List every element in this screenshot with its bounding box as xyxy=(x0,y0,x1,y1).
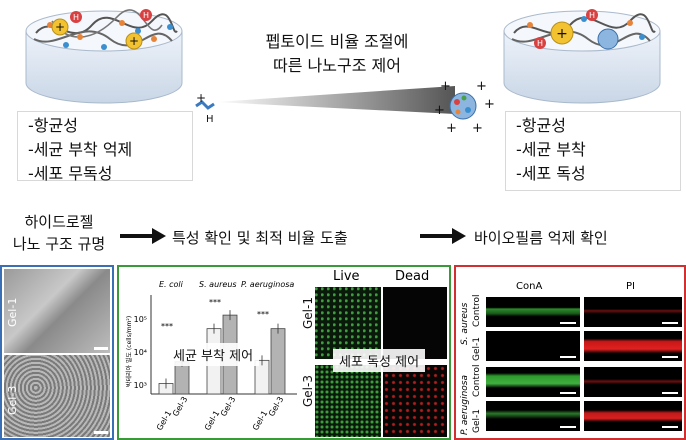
row-label-gel-1: Gel-1 xyxy=(301,297,315,329)
svg-text:H: H xyxy=(73,13,79,22)
sem-label-gel-1: Gel-1 xyxy=(6,297,19,327)
sem-image-gel-1 xyxy=(4,269,110,353)
svg-text:+: + xyxy=(484,97,494,112)
svg-text:+: + xyxy=(476,79,487,94)
y-tick-label: 10⁴ xyxy=(134,348,147,357)
group-label-s-aureus: S. aureus xyxy=(460,302,470,345)
peptoid-molecule-small: + H xyxy=(190,90,220,126)
sem-image-gel-3 xyxy=(4,355,110,437)
significance-mark: *** xyxy=(257,310,269,319)
flow-arrow-2 xyxy=(420,226,466,246)
y-tick-label: 10³ xyxy=(134,381,147,390)
scale-bar xyxy=(560,356,576,358)
bar-gel-3 xyxy=(270,328,286,395)
left-properties-box: -항균성 -세균 부착 억제 -세포 무독성 xyxy=(17,111,193,183)
scale-bar xyxy=(94,431,108,434)
col-label-pi: PI xyxy=(626,281,635,292)
dead-label: Dead xyxy=(395,269,430,284)
flow-step-2: 특성 확인 및 최적 비율 도출 xyxy=(172,229,348,247)
flow-step-1: 하이드로젤 나노 구조 규명 xyxy=(0,211,118,255)
flow-step-1-line-2: 나노 구조 규명 xyxy=(12,235,106,253)
hydrogen-label: H xyxy=(206,114,214,125)
row-label-gel-1: Gel-1 xyxy=(472,409,482,433)
group-label-p-aeruginosa: P. aeruginosa xyxy=(460,375,470,435)
growth-wedge xyxy=(215,80,455,120)
scale-bar xyxy=(560,392,576,394)
plus-sign: + xyxy=(196,91,206,105)
live-image-gel-1 xyxy=(315,287,381,359)
row-label-gel-1: Gel-1 xyxy=(472,337,482,361)
nanocluster-icon: + + + + + + xyxy=(432,78,495,136)
significance-mark: *** xyxy=(209,298,221,307)
left-hydrogel-dish: + + H H xyxy=(22,3,187,108)
category-label: E. coli xyxy=(159,280,184,289)
category-label: P. aeruginosa xyxy=(241,280,294,289)
svg-text:+: + xyxy=(129,34,139,48)
scale-bar xyxy=(662,392,678,394)
significance-mark: *** xyxy=(161,322,173,331)
x-tick-label: Gel-3 xyxy=(267,395,285,418)
cytotoxicity-label: 세포 독성 제어 xyxy=(333,349,426,372)
characterization-panel: E. coli S. aureus P. aeruginosa 10³ 10⁴ … xyxy=(117,265,451,440)
flow-arrow-1 xyxy=(120,226,166,246)
dead-image-gel-3 xyxy=(383,365,447,437)
scale-bar xyxy=(560,322,576,324)
svg-text:+: + xyxy=(472,121,483,136)
x-tick-label: Gel-3 xyxy=(219,395,237,418)
svg-text:+: + xyxy=(55,20,65,34)
row-label-control: Control xyxy=(472,364,482,397)
scale-bar xyxy=(560,426,576,428)
right-prop-2: -세균 부착 xyxy=(516,140,586,159)
live-label: Live xyxy=(333,269,360,284)
sem-label-gel-3: Gel-3 xyxy=(6,385,19,415)
right-hydrogel-dish: + H H xyxy=(500,3,665,108)
center-title-line-2: 따른 나노구조 제어 xyxy=(273,56,401,75)
svg-text:H: H xyxy=(589,11,595,20)
svg-text:H: H xyxy=(537,39,543,48)
center-title-line-1: 펩토이드 비율 조절에 xyxy=(265,32,409,51)
bacteria-density-chart: E. coli S. aureus P. aeruginosa 10³ 10⁴ … xyxy=(125,280,297,432)
svg-text:H: H xyxy=(143,11,149,20)
row-label-gel-3: Gel-3 xyxy=(301,375,315,407)
row-label-control: Control xyxy=(472,294,482,327)
svg-text:+: + xyxy=(434,103,445,118)
svg-text:+: + xyxy=(446,121,457,136)
right-prop-1: -항균성 xyxy=(516,116,566,135)
bacterial-adhesion-label: 세균 부착 제어 xyxy=(167,343,260,366)
scale-bar xyxy=(662,356,678,358)
left-prop-2: -세균 부착 억제 xyxy=(28,140,133,159)
flow-step-1-line-1: 하이드로젤 xyxy=(24,213,94,231)
flow-step-3: 바이오필름 억제 확인 xyxy=(474,229,608,247)
right-properties-box: -항균성 -세균 부착 -세포 독성 xyxy=(505,111,681,191)
scale-bar xyxy=(94,347,108,350)
x-tick-label: Gel-3 xyxy=(171,395,189,418)
dead-image-gel-1 xyxy=(383,287,447,359)
col-label-cona: ConA xyxy=(516,281,543,292)
biofilm-panel: ConA PI S. aureus P. aeruginosa Control … xyxy=(454,265,686,440)
left-prop-3: -세포 무독성 xyxy=(28,164,113,183)
scale-bar xyxy=(662,426,678,428)
scale-bar xyxy=(662,322,678,324)
svg-text:+: + xyxy=(556,26,568,42)
svg-text:+: + xyxy=(440,79,451,94)
center-title: 펩토이드 비율 조절에 따른 나노구조 제어 xyxy=(232,30,442,78)
category-label: S. aureus xyxy=(199,280,237,289)
right-prop-3: -세포 독성 xyxy=(516,164,586,183)
sem-panel: Gel-1 Gel-3 xyxy=(0,265,114,440)
y-tick-label: 10⁵ xyxy=(134,315,147,324)
live-image-gel-3 xyxy=(315,365,381,437)
left-prop-1: -항균성 xyxy=(28,116,78,135)
y-axis-label: 박테리아 밀도 (cells/mm²) xyxy=(125,316,133,387)
